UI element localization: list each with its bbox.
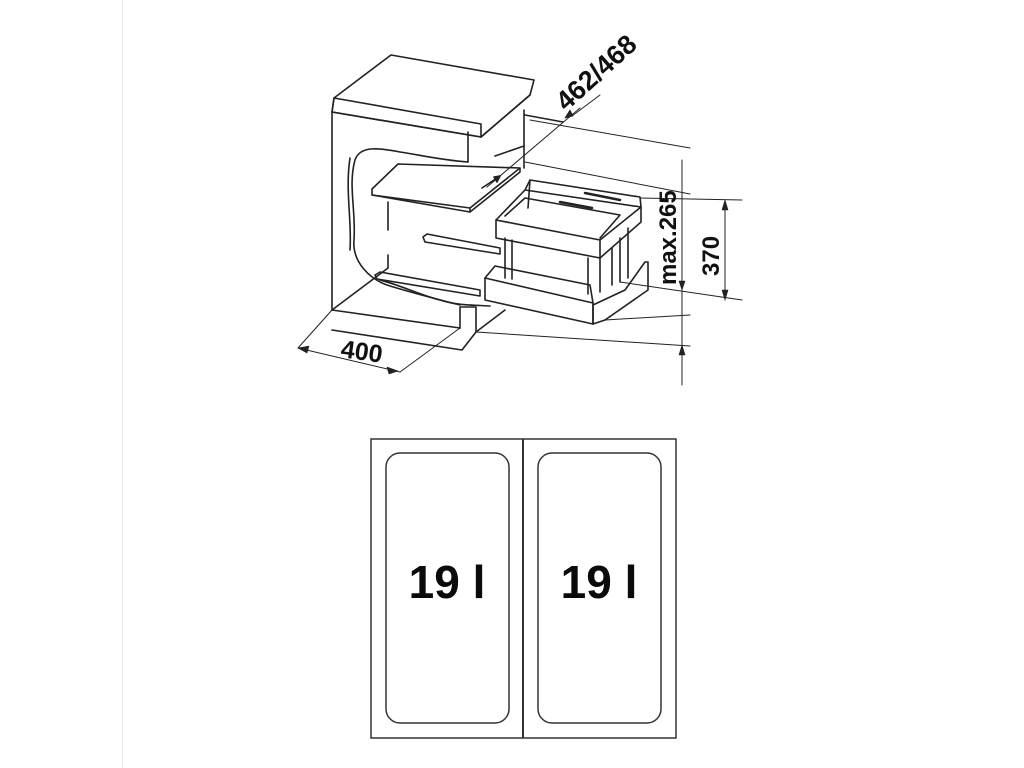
bin-height-dimension-label: 370: [698, 236, 725, 276]
lower-rail: [422, 233, 501, 255]
depth-dimension-line: [486, 107, 581, 188]
cabinet-cutout: [351, 148, 469, 306]
max-height-dimension-label: max.265: [655, 190, 682, 285]
bin-right-capacity: 19 l: [561, 556, 638, 608]
page-divider: [122, 0, 123, 768]
bin-left-outline: [385, 452, 510, 724]
top-view-layout: [370, 438, 677, 739]
depth-dimension-label: 462/468: [550, 29, 643, 117]
isometric-cabinet-view: [297, 54, 743, 386]
bin-right-outline: [537, 452, 662, 724]
countertop: [331, 54, 535, 138]
bin-left-capacity: 19 l: [409, 556, 486, 608]
drawer-frame: [484, 277, 594, 325]
upper-tray: [371, 163, 521, 209]
width-dimension-label: 400: [339, 335, 384, 369]
width-dimension-line: [297, 347, 401, 373]
